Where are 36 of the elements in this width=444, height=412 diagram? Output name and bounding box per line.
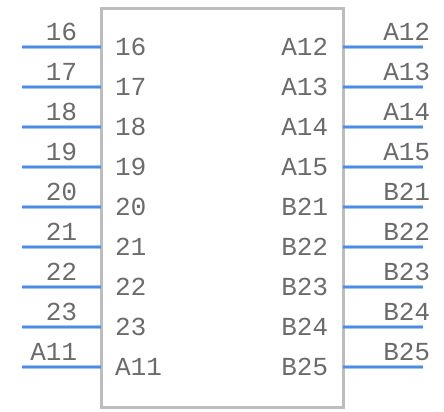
pin-number: A14 bbox=[383, 100, 430, 126]
pin-name: A11 bbox=[115, 355, 162, 381]
pin-name: A12 bbox=[281, 35, 328, 61]
pin-name: A14 bbox=[281, 115, 328, 141]
pin-name: 19 bbox=[115, 155, 146, 181]
pin-number: 23 bbox=[46, 300, 77, 326]
pin-number: 19 bbox=[46, 140, 77, 166]
pin-number: 17 bbox=[46, 60, 77, 86]
pin-number: B25 bbox=[383, 340, 430, 366]
pin-name: B25 bbox=[281, 355, 328, 381]
pin-name: A13 bbox=[281, 75, 328, 101]
pin-number: B22 bbox=[383, 220, 430, 246]
pin-number: A13 bbox=[383, 60, 430, 86]
pin-name: 20 bbox=[115, 195, 146, 221]
pin-name: 23 bbox=[115, 315, 146, 341]
pin-number: 20 bbox=[46, 180, 77, 206]
pin-name: B22 bbox=[281, 235, 328, 261]
pin-number: 21 bbox=[46, 220, 77, 246]
pin-name: B21 bbox=[281, 195, 328, 221]
pin-name: 22 bbox=[115, 275, 146, 301]
pin-number: 18 bbox=[46, 100, 77, 126]
pin-name: 16 bbox=[115, 35, 146, 61]
pin-number: 22 bbox=[46, 260, 77, 286]
pin-name: 21 bbox=[115, 235, 146, 261]
pin-number: 16 bbox=[46, 20, 77, 46]
pin-number: B24 bbox=[383, 300, 430, 326]
pin-name: 17 bbox=[115, 75, 146, 101]
pin-name: B24 bbox=[281, 315, 328, 341]
pin-number: A15 bbox=[383, 140, 430, 166]
pin-name: 18 bbox=[115, 115, 146, 141]
pin-number: B21 bbox=[383, 180, 430, 206]
pin-name: A15 bbox=[281, 155, 328, 181]
pin-name: B23 bbox=[281, 275, 328, 301]
pin-number: A12 bbox=[383, 20, 430, 46]
pin-number: B23 bbox=[383, 260, 430, 286]
pin-number: A11 bbox=[30, 340, 77, 366]
